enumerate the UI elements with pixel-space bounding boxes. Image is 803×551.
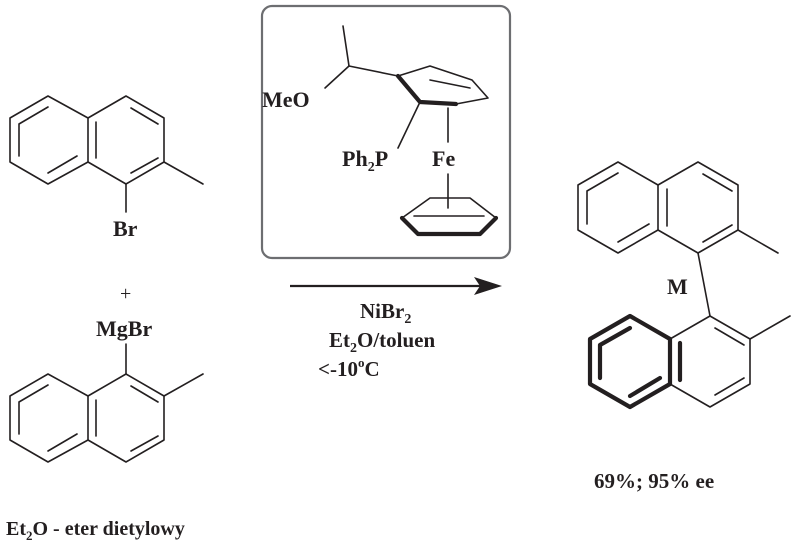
ligand-box: MeO Ph2P Fe — [260, 4, 512, 260]
lower-ring-inner-double — [714, 327, 745, 396]
reaction-conditions: NiBr2 Et2O/toluen <-10oC — [318, 299, 435, 381]
ring-left — [9, 373, 89, 463]
reactant-grignard: MgBr — [9, 316, 204, 463]
reaction-arrow — [290, 277, 502, 295]
methine-to-ring — [348, 65, 399, 77]
methyl-bond — [163, 161, 204, 185]
lower-ring-right — [669, 315, 751, 408]
upper-cp-ring — [397, 65, 489, 105]
ring-double-bonds — [18, 384, 159, 452]
upper-ring-left — [577, 161, 659, 254]
solvent-label: Et2O/toluen — [329, 328, 435, 356]
methyl-stalk — [342, 25, 350, 67]
arrow-head — [474, 277, 502, 295]
phosphine-label: Ph2P — [342, 146, 388, 175]
lower-ring-inner-bold — [597, 325, 683, 399]
upper-cp-front-edge — [395, 73, 459, 107]
lower-methyl-bond — [749, 315, 791, 340]
footnote-label: Et2O - eter dietylowy — [6, 518, 185, 543]
upper-cp-inner-line — [429, 79, 471, 89]
methoxy-label: MeO — [262, 87, 310, 112]
lower-ring-left-bold — [587, 313, 673, 410]
ring-right — [87, 373, 165, 463]
temperature-label: <-10oC — [318, 355, 380, 381]
ring-left — [9, 95, 89, 185]
plus-sign: + — [120, 283, 131, 305]
catalyst-label: NiBr2 — [360, 299, 411, 327]
ring-double-bonds — [18, 106, 159, 174]
lower-cp-front-edge — [399, 215, 499, 237]
yield-label: 69%; 95% ee — [594, 469, 714, 493]
reactant-bromonaphthalene: Br — [9, 95, 204, 241]
ligand-frame — [260, 4, 512, 260]
upper-ring-right — [657, 161, 739, 254]
product-binaphthyl: M — [577, 161, 791, 410]
upper-methyl-bond — [737, 229, 779, 254]
ring-right — [87, 95, 165, 185]
iron-label: Fe — [432, 146, 455, 171]
methyl-bond — [163, 373, 204, 397]
axial-chirality-label: M — [667, 274, 688, 299]
magnesium-bromide-label: MgBr — [96, 316, 152, 341]
bromo-label: Br — [113, 216, 138, 241]
methine-to-oxygen — [324, 65, 350, 89]
upper-ring-double-bonds — [586, 172, 733, 243]
axial-bond — [697, 252, 711, 317]
ring-to-phosphorus — [397, 101, 421, 149]
